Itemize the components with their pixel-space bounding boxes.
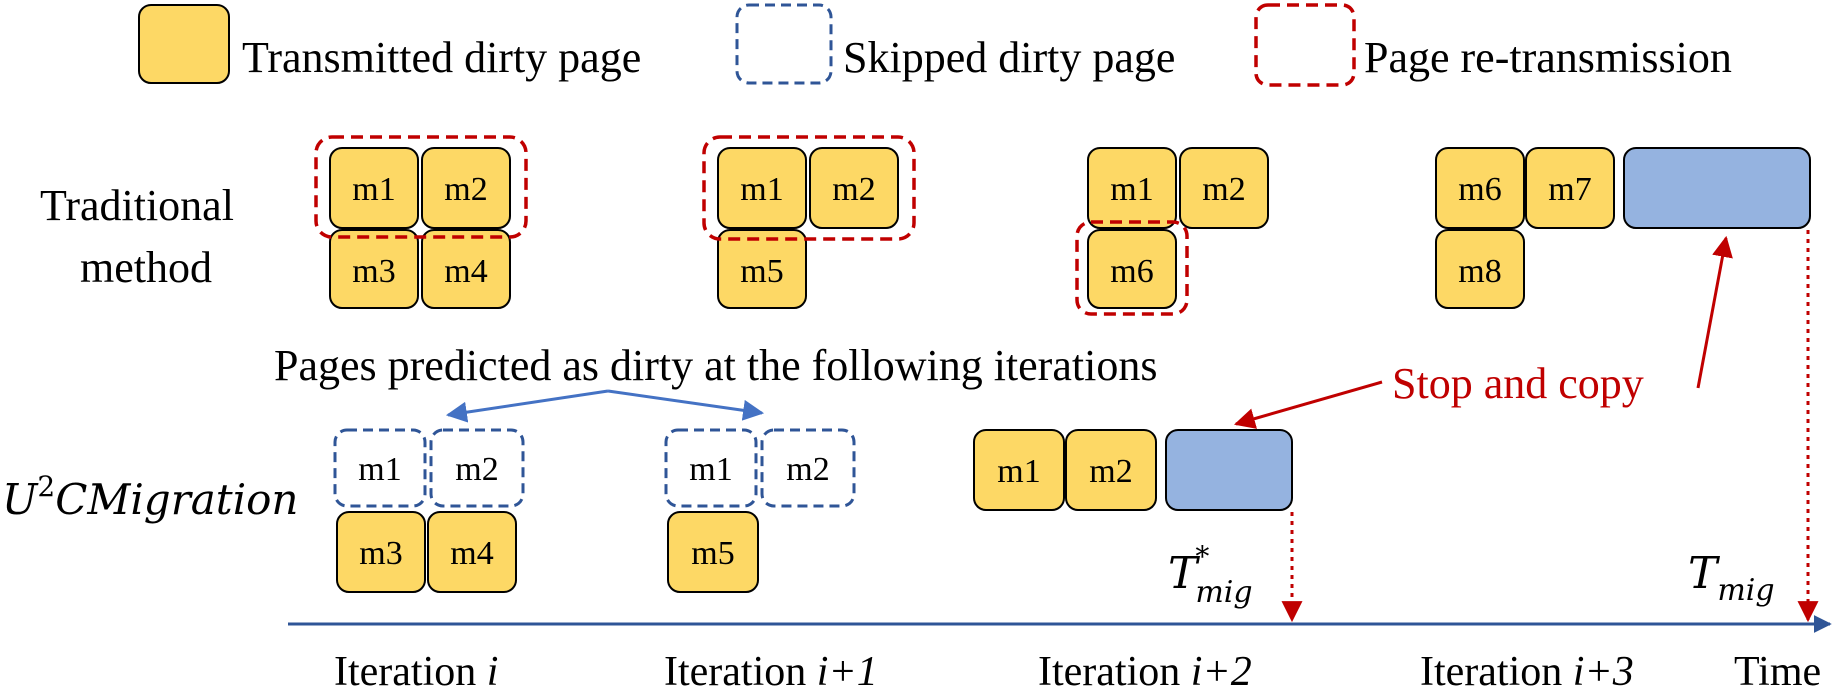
- page-label-m8: m8: [1458, 253, 1501, 290]
- page-box: [329, 229, 419, 309]
- t-star-sup: *: [1195, 540, 1209, 573]
- page-label-m1: m1: [689, 451, 732, 488]
- page-label-m4: m4: [450, 535, 493, 572]
- page-label-m1: m1: [358, 451, 401, 488]
- t-mig-base: T: [1688, 548, 1721, 599]
- traditional-label-line1: Traditional: [40, 181, 234, 230]
- stop-copy-arrow-upper: [1696, 235, 1733, 389]
- page-label-m1: m1: [740, 171, 783, 208]
- page-box: [973, 429, 1065, 511]
- retransmission-box: [702, 135, 916, 241]
- page-label-m4: m4: [444, 253, 487, 290]
- legend-skipped-swatch: [735, 3, 833, 85]
- stop-and-copy-block: [1165, 429, 1293, 511]
- page-box: [1087, 147, 1177, 229]
- t-star-mig-label: T*mig: [1168, 540, 1253, 610]
- legend: Transmitted dirty page Skipped dirty pag…: [138, 3, 1732, 87]
- trad-iter-i3: m6 m7 m8: [1435, 147, 1811, 309]
- page-box: [717, 229, 807, 309]
- trad-iter-i: m1 m2 m3 m4: [314, 135, 528, 309]
- u2c-label-sup: 2: [37, 470, 55, 503]
- u2c-iter-i: m1 m2 m3 m4: [333, 428, 525, 593]
- predicted-note: Pages predicted as dirty at the followin…: [274, 341, 1157, 390]
- retransmission-box: [1075, 220, 1189, 316]
- trad-iter-i1: m1 m2 m5: [702, 135, 916, 309]
- page-label-m2: m2: [455, 451, 498, 488]
- page-label-m1: m1: [352, 171, 395, 208]
- iteration-prefix: Iteration: [664, 649, 817, 694]
- legend-transmitted-label: Transmitted dirty page: [242, 33, 641, 82]
- iteration-var: i: [487, 649, 499, 694]
- skipped-page-box: [760, 428, 856, 508]
- iteration-label-3: Iteration i+2: [1038, 649, 1252, 694]
- t-mig-label: Tmig: [1688, 548, 1775, 608]
- legend-skipped-label: Skipped dirty page: [843, 33, 1175, 82]
- u2c-iter-i2: m1 m2: [973, 429, 1293, 511]
- iteration-label-1: Iteration i: [334, 649, 498, 694]
- legend-retransmission-swatch: [1254, 3, 1356, 87]
- page-box: [1435, 147, 1525, 229]
- page-label-m2: m2: [832, 171, 875, 208]
- stop-and-copy-block: [1623, 147, 1811, 229]
- u2c-iter-i1: m1 m2 m5: [664, 428, 856, 593]
- skipped-page-box: [333, 428, 427, 508]
- predicted-arrow-left: [445, 389, 609, 423]
- t-star-sub: mig: [1195, 575, 1252, 610]
- page-label-m7: m7: [1548, 171, 1591, 208]
- page-box: [1065, 429, 1157, 511]
- iteration-var: i+3: [1573, 649, 1634, 694]
- page-label-m1: m1: [1110, 171, 1153, 208]
- legend-transmitted-swatch: [138, 4, 230, 84]
- page-box: [421, 229, 511, 309]
- t-star-base: T: [1168, 548, 1201, 599]
- stop-and-copy-label: Stop and copy: [1392, 359, 1644, 408]
- page-box: [1525, 147, 1615, 229]
- page-label-m5: m5: [740, 253, 783, 290]
- page-label-m2: m2: [1202, 171, 1245, 208]
- page-box: [1087, 229, 1177, 309]
- iteration-label-4: Iteration i+3: [1420, 649, 1634, 694]
- u2c-label: U2CMigration: [2, 470, 298, 524]
- iteration-prefix: Iteration: [1420, 649, 1573, 694]
- page-box: [427, 511, 517, 593]
- stop-copy-arrow-lower: [1233, 380, 1383, 429]
- time-label: Time: [1734, 649, 1821, 694]
- page-box: [1179, 147, 1269, 229]
- page-label-m5: m5: [691, 535, 734, 572]
- page-label-m6: m6: [1458, 171, 1501, 208]
- iteration-label-2: Iteration i+1: [664, 649, 878, 694]
- page-label-m3: m3: [359, 535, 402, 572]
- trad-iter-i2: m1 m2 m6: [1075, 147, 1269, 316]
- page-box: [717, 147, 807, 229]
- page-label-m2: m2: [1089, 453, 1132, 490]
- page-label-m1: m1: [997, 453, 1040, 490]
- page-label-m3: m3: [352, 253, 395, 290]
- u2c-label-rest: CMigration: [55, 475, 298, 524]
- iteration-var: i+2: [1191, 649, 1252, 694]
- page-box: [336, 511, 426, 593]
- u2c-label-base: U: [2, 475, 39, 524]
- page-box: [329, 147, 419, 229]
- page-box: [667, 511, 759, 593]
- skipped-page-box: [664, 428, 758, 508]
- page-box: [809, 147, 899, 229]
- skipped-page-box: [429, 428, 525, 508]
- iteration-prefix: Iteration: [1038, 649, 1191, 694]
- iteration-prefix: Iteration: [334, 649, 487, 694]
- predicted-arrow-right: [607, 389, 765, 421]
- legend-retransmission-label: Page re-transmission: [1364, 33, 1732, 82]
- traditional-label-line2: method: [80, 243, 212, 292]
- page-label-m2: m2: [444, 171, 487, 208]
- page-label-m2: m2: [786, 451, 829, 488]
- iteration-var: i+1: [817, 649, 878, 694]
- t-mig-sub: mig: [1717, 573, 1774, 608]
- retransmission-box: [314, 135, 528, 239]
- page-box: [421, 147, 511, 229]
- page-label-m6: m6: [1110, 253, 1153, 290]
- page-box: [1435, 229, 1525, 309]
